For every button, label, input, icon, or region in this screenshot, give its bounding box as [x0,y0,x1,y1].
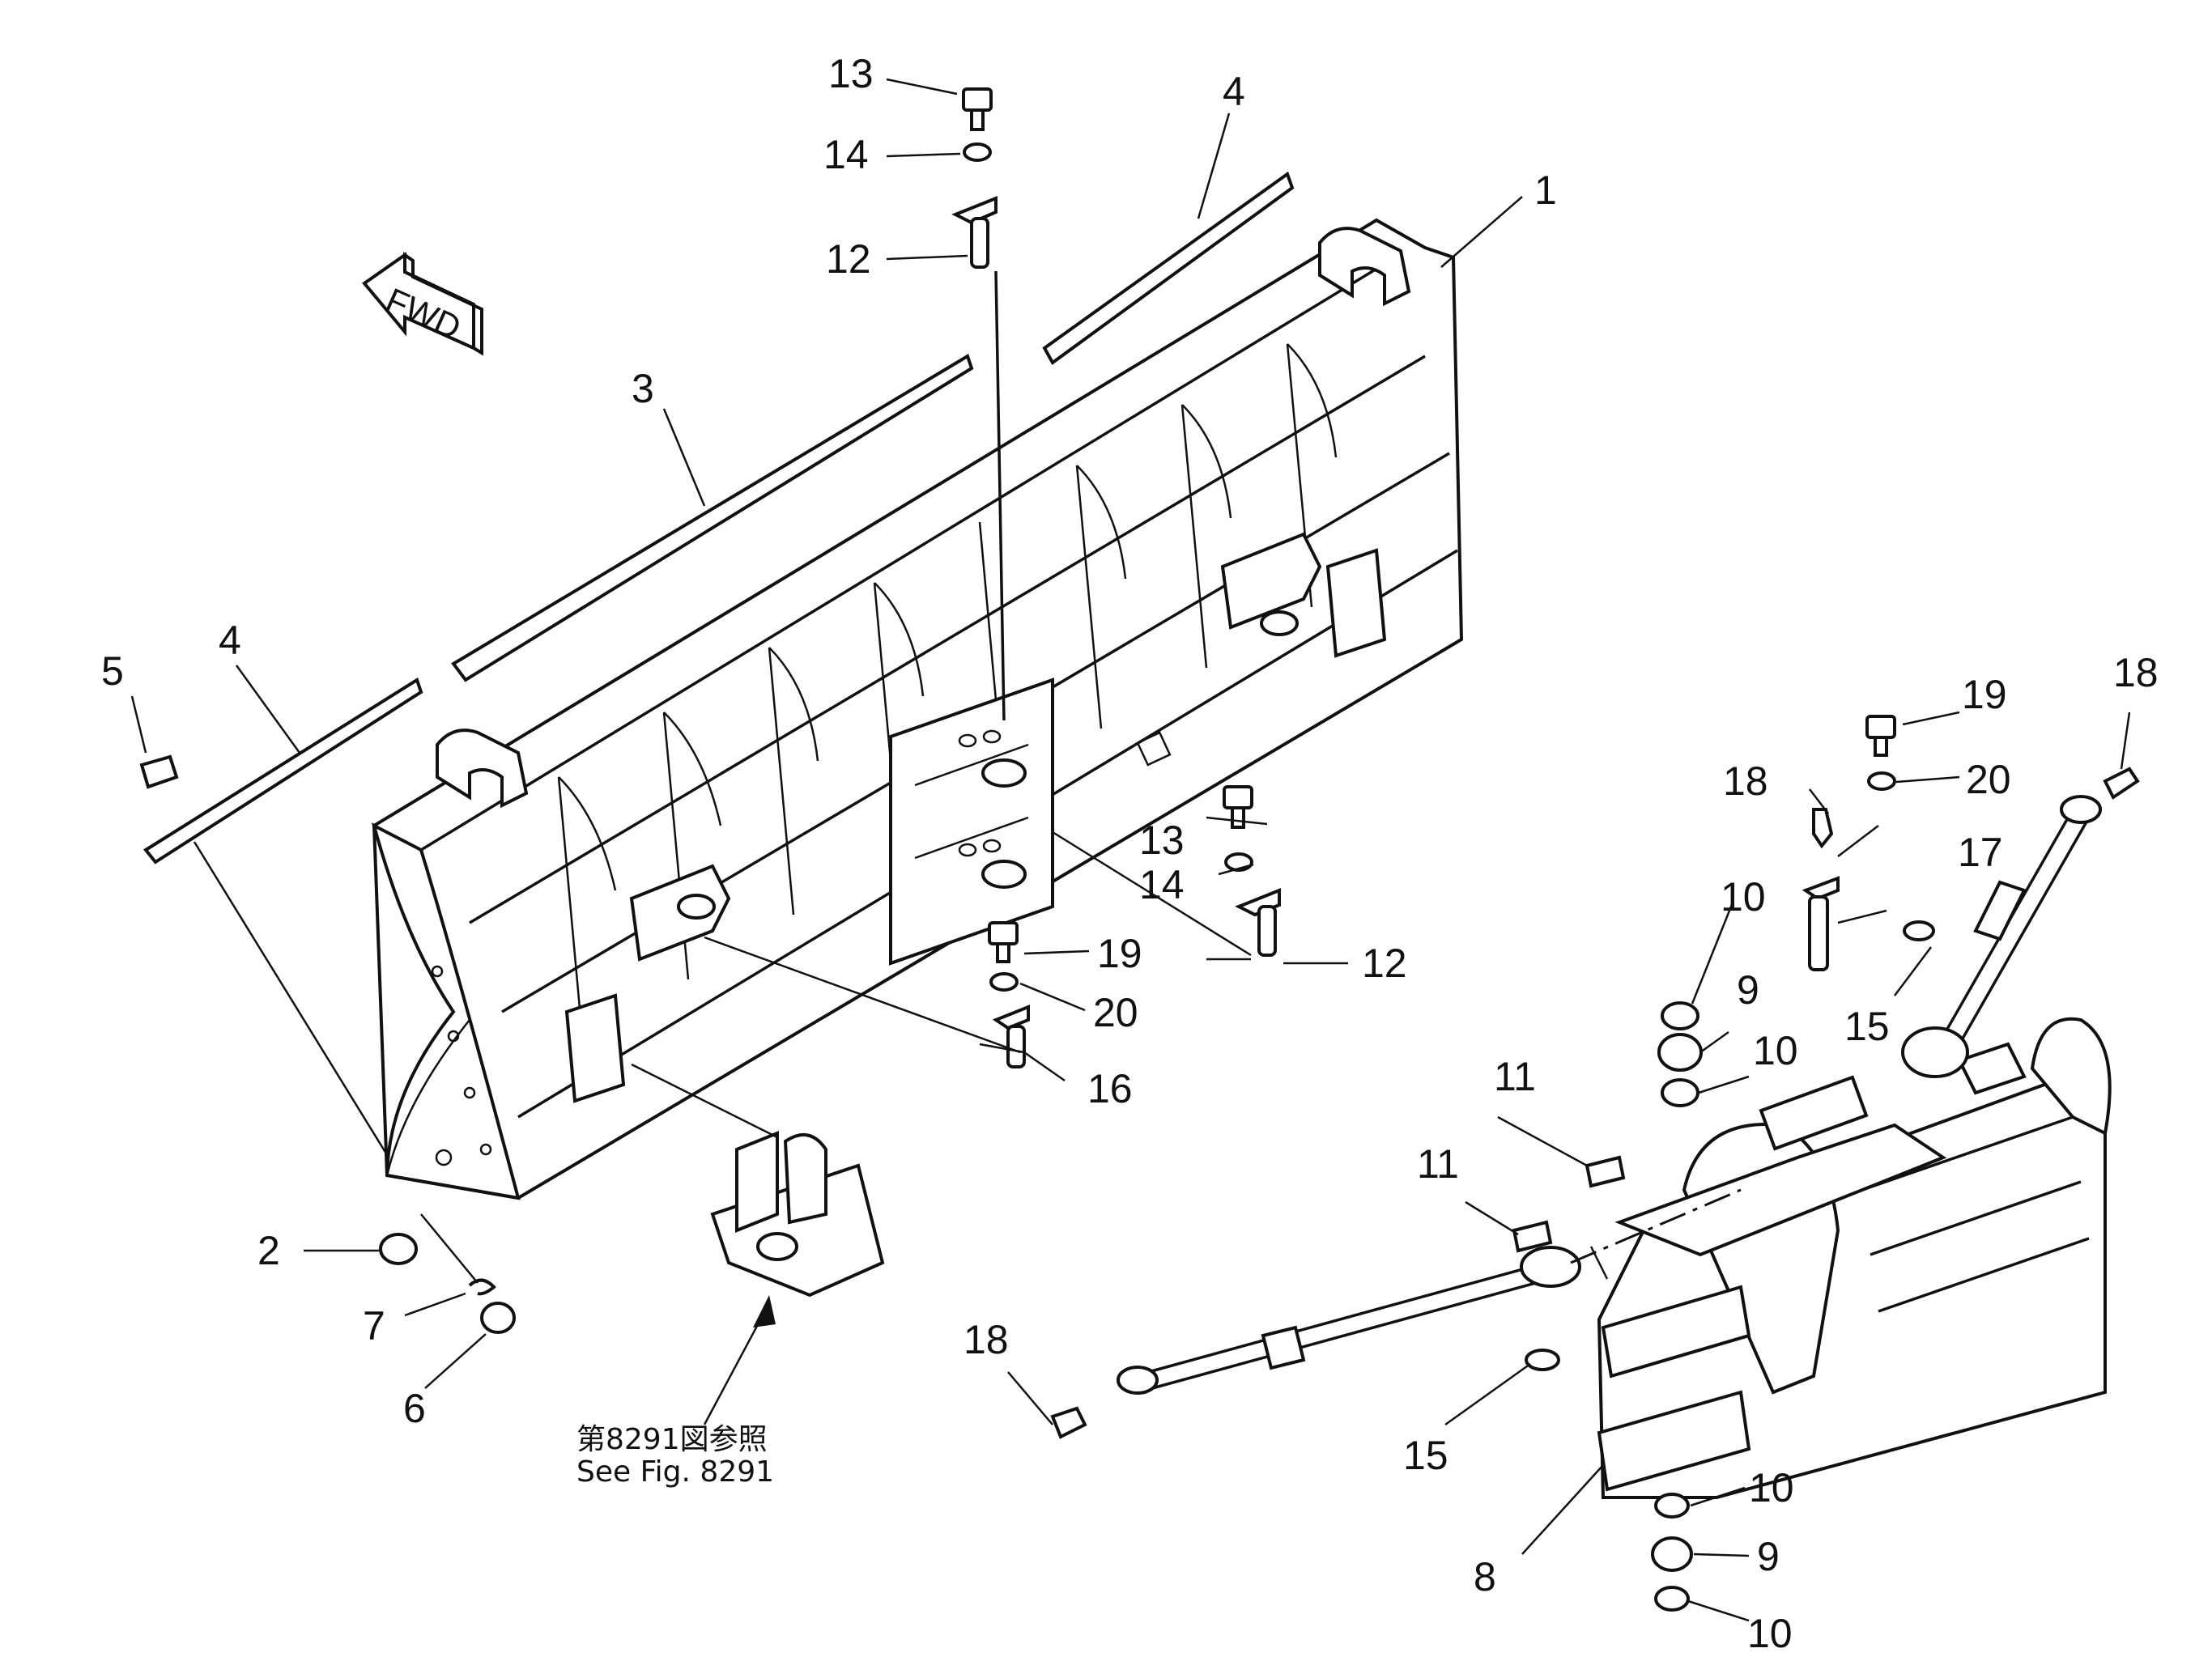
callout-1: 1 [1534,168,1557,213]
reference-note-jp: 第8291図参照 [576,1423,768,1456]
callout-10: 10 [1721,874,1766,920]
callout-4: 4 [1223,69,1245,114]
callout-8: 8 [1474,1554,1496,1599]
callout-18: 18 [2113,650,2159,695]
callout-19: 19 [1962,672,2007,717]
callout-2: 2 [257,1228,280,1273]
end-bit-left [143,677,423,864]
callout-12: 12 [1362,941,1407,986]
callout-16: 16 [1087,1066,1133,1111]
callout-12: 12 [826,236,871,282]
cylinders [1117,795,2102,1395]
callout-10: 10 [1747,1611,1793,1656]
callout-19: 19 [1097,931,1142,976]
leader-lines [130,78,2131,1622]
fwd-arrow: FWD [362,252,483,356]
callout-20: 20 [1966,757,2011,802]
callout-9: 9 [1757,1534,1780,1579]
callout-7: 7 [363,1303,385,1349]
callout-20: 20 [1093,990,1138,1035]
callout-11: 11 [1417,1141,1459,1187]
callout-10: 10 [1749,1465,1794,1510]
callout-5: 5 [101,648,124,694]
angle-frame [1597,1017,2112,1499]
callout-labels: 13 14 12 4 1 3 4 5 2 7 6 13 14 12 19 20 … [101,51,2159,1656]
callout-15: 15 [1403,1433,1448,1478]
callout-11: 11 [1494,1054,1536,1099]
callout-17: 17 [1958,830,2003,875]
callout-14: 14 [823,132,869,177]
cutting-edges [143,171,1295,864]
callout-9: 9 [1737,967,1759,1013]
callout-18: 18 [963,1317,1009,1362]
blade-assembly [371,218,1464,1200]
callout-13: 13 [1139,818,1185,863]
reference-note-en: See Fig. 8291 [576,1455,774,1489]
end-bit-right [1042,171,1295,365]
callout-10: 10 [1753,1028,1798,1073]
callout-13: 13 [828,51,874,96]
callout-3: 3 [632,366,654,411]
fasteners [139,87,2140,1612]
callout-18: 18 [1723,758,1768,804]
cutting-edge-center [451,354,974,682]
callout-14: 14 [1139,862,1185,907]
callout-4: 4 [219,618,241,663]
callout-6: 6 [403,1386,426,1431]
reference-note: 第8291図参照 See Fig. 8291 [576,1423,774,1489]
callout-15: 15 [1844,1004,1890,1049]
